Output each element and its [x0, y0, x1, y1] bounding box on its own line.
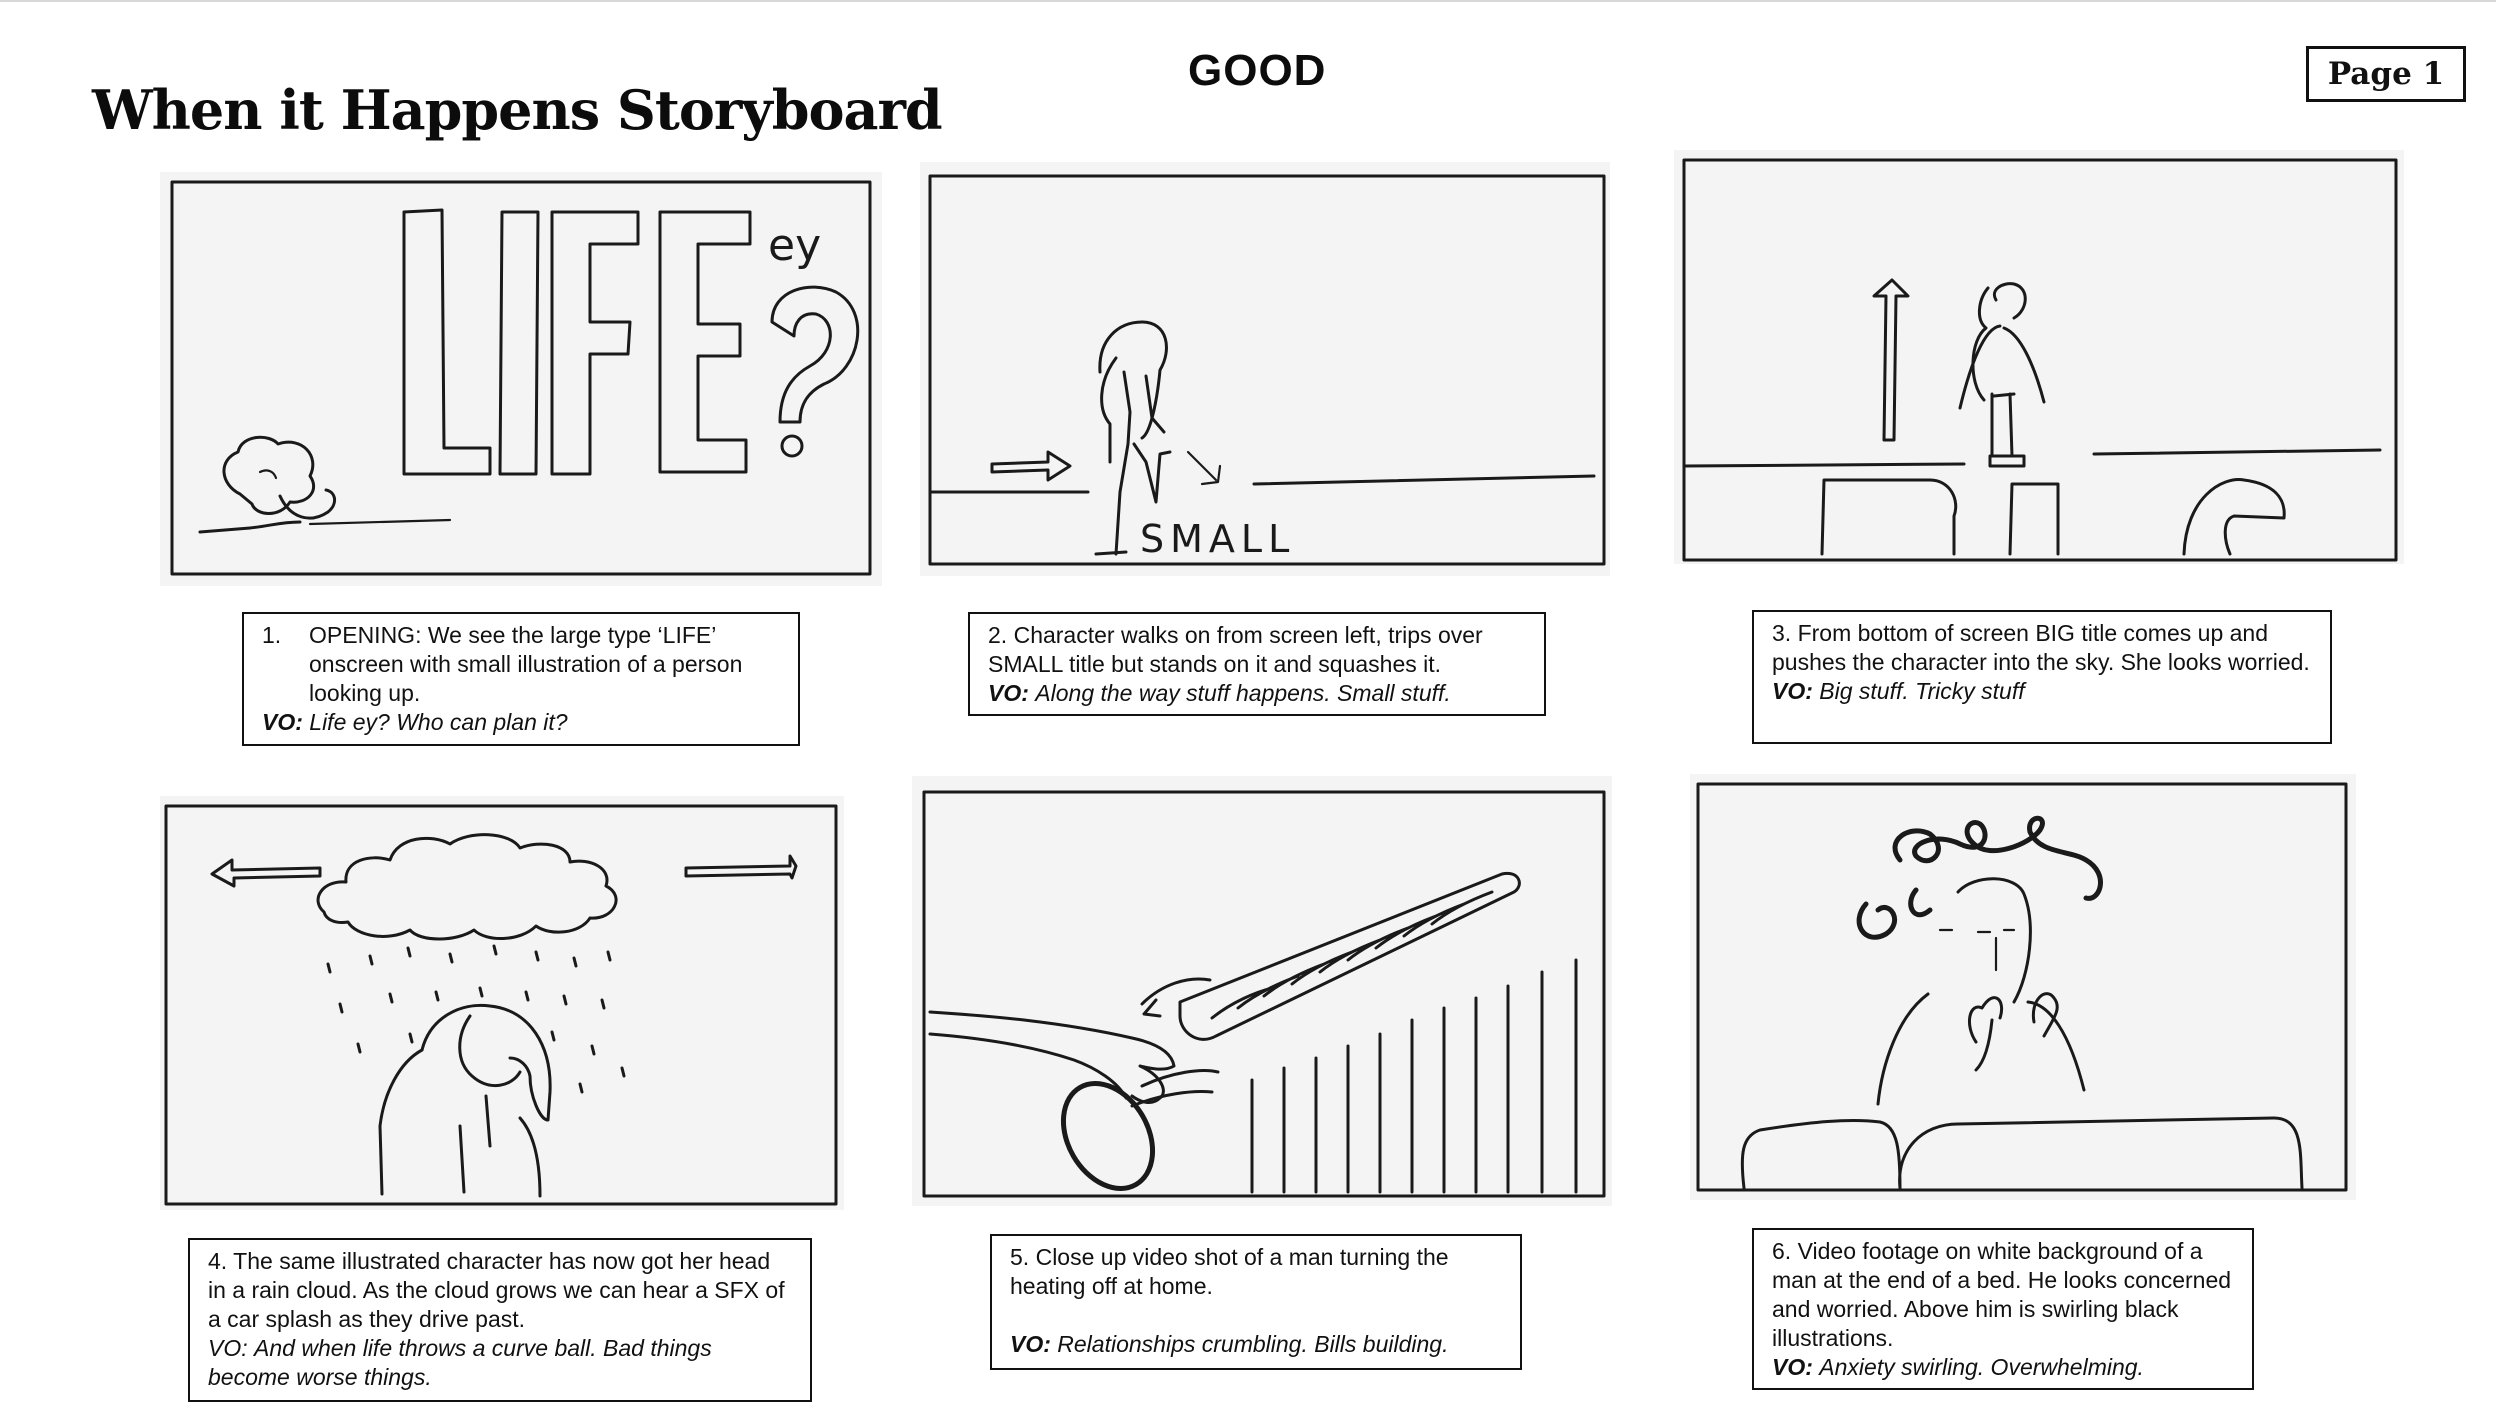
worried-man: [1956, 877, 2032, 1004]
caption-2-number: 2.: [988, 622, 1008, 648]
caption-3-vo-text: Big stuff. Tricky stuff: [1819, 678, 2025, 704]
caption-6-vo-text: Anxiety swirling. Overwhelming.: [1819, 1354, 2144, 1380]
letter-f: [550, 210, 640, 476]
bed: [1740, 1116, 2304, 1190]
letter-l: [402, 208, 492, 476]
frame-4-border: [164, 804, 838, 1206]
storyboard-frame-5: [912, 776, 1612, 1206]
caption-1-number: 1.: [262, 622, 282, 648]
frame-3-border: [1682, 158, 2398, 562]
valve-knob: [1060, 1081, 1156, 1191]
big-letter-i: [2008, 482, 2060, 556]
caption-frame-4: 4. The same illustrated character has no…: [188, 1238, 812, 1402]
sketch-ey: ey: [768, 220, 821, 271]
storyboard-frame-1: ey: [160, 172, 882, 586]
caption-3-description: From bottom of screen BIG title comes up…: [1772, 620, 2310, 675]
rained-on-character: [420, 1003, 552, 1122]
frame-2-border: [928, 174, 1606, 566]
frame-3-sketch: [1682, 158, 2398, 562]
page-number-box: Page 1: [2306, 46, 2466, 102]
page-number: Page 1: [2327, 56, 2445, 92]
storyboard-frame-6: [1690, 774, 2356, 1200]
frame-6-border: [1696, 782, 2348, 1192]
caption-4-vo-text: And when life throws a curve ball. Bad t…: [208, 1335, 712, 1390]
hand: [928, 1010, 1176, 1104]
caption-5-vo-text: Relationships crumbling. Bills building.: [1057, 1331, 1449, 1357]
caption-6-vo-label: VO:: [1772, 1354, 1813, 1380]
up-arrow: [1872, 278, 1910, 442]
walk-arrow: [990, 450, 1072, 482]
right-arrow: [684, 854, 798, 880]
person-peeking: [222, 435, 316, 515]
document-title: When it Happens Storyboard: [92, 78, 943, 142]
caption-frame-5: 5. Close up video shot of a man turning …: [990, 1234, 1522, 1370]
anxiety-swirls: [1856, 815, 2103, 940]
big-letter-b: [1820, 478, 1958, 556]
caption-3-vo-label: VO:: [1772, 678, 1813, 704]
rain-drops: [326, 944, 626, 1094]
frame-2-sketch: SMALL: [928, 174, 1606, 566]
caption-2-description: Character walks on from screen left, tri…: [988, 622, 1483, 677]
caption-6-description: Video footage on white background of a m…: [1772, 1238, 2232, 1351]
frame-4-sketch: [164, 804, 838, 1206]
frame-5-border: [922, 790, 1606, 1198]
caption-5-vo-label: VO:: [1010, 1331, 1051, 1357]
walking-character: [1098, 320, 1168, 464]
turn-arrow: [1140, 977, 1212, 1018]
caption-4-description: The same illustrated character has now g…: [208, 1248, 785, 1332]
caption-1-description: OPENING: We see the large type ‘LIFE’ on…: [309, 622, 743, 706]
caption-frame-6: 6. Video footage on white background of …: [1752, 1228, 2254, 1390]
sketch-small: SMALL: [1140, 517, 1295, 561]
letter-e: [658, 210, 752, 474]
caption-2-vo-text: Along the way stuff happens. Small stuff…: [1035, 680, 1451, 706]
storyboard-frame-2: SMALL: [920, 162, 1610, 576]
caption-5-number: 5.: [1010, 1244, 1030, 1270]
frame-6-sketch: [1696, 782, 2348, 1192]
caption-5-description: Close up video shot of a man turning the…: [1010, 1244, 1449, 1299]
letter-i: [498, 210, 540, 476]
caption-frame-2: 2. Character walks on from screen left, …: [968, 612, 1546, 716]
frame-5-sketch: [922, 790, 1606, 1198]
caption-1-vo-text: Life ey? Who can plan it?: [309, 709, 568, 735]
question-mark: [770, 285, 860, 424]
storyboard-frame-3: [1674, 150, 2404, 564]
top-rule: [0, 0, 2496, 2]
caption-3-number: 3.: [1772, 620, 1792, 646]
caption-2-vo-label: VO:: [988, 680, 1029, 706]
worried-character: [1971, 282, 2027, 402]
caption-4-vo-label: VO:: [208, 1335, 248, 1361]
caption-frame-1: 1. OPENING: We see the large type ‘LIFE’…: [242, 612, 800, 746]
frame-1-sketch: ey: [170, 180, 872, 576]
caption-1-vo-label: VO:: [262, 709, 303, 735]
caption-6-number: 6.: [1772, 1238, 1792, 1264]
caption-4-number: 4.: [208, 1248, 228, 1274]
radiator: [1178, 871, 1521, 1041]
big-letter-g: [2182, 478, 2286, 556]
brand-logo: GOOD: [1188, 46, 1327, 95]
storyboard-frame-4: [160, 796, 844, 1210]
caption-frame-3: 3. From bottom of screen BIG title comes…: [1752, 610, 2332, 744]
rain-cloud: [316, 833, 618, 941]
left-arrow: [210, 858, 322, 888]
frame-1-border: [170, 180, 872, 576]
